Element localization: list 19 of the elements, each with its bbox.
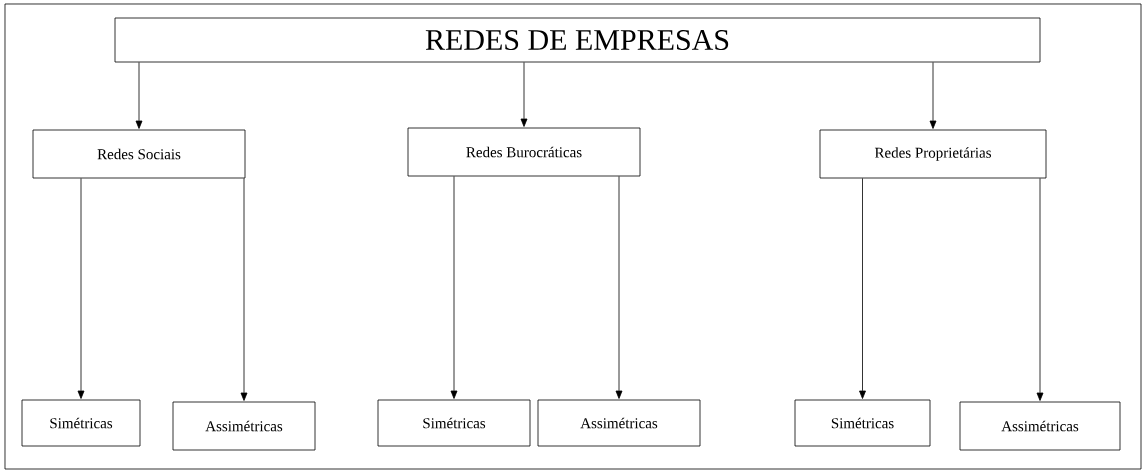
leaf-box: Assimétricas <box>537 399 701 447</box>
category-box: Redes Burocráticas <box>407 127 641 177</box>
arrow <box>77 178 85 399</box>
arrow <box>520 62 528 127</box>
leaf-box: Assimétricas <box>959 401 1121 451</box>
leaf-box: Simétricas <box>377 399 531 447</box>
arrow <box>135 62 143 129</box>
arrow <box>450 176 458 399</box>
arrow <box>929 62 937 129</box>
category-box: Redes Sociais <box>32 129 246 179</box>
category-box: Redes Proprietárias <box>819 129 1047 179</box>
arrow <box>859 178 866 399</box>
title-box: REDES DE EMPRESAS <box>114 17 1041 63</box>
arrow <box>1036 178 1044 401</box>
arrow <box>615 176 623 399</box>
leaf-box: Simétricas <box>794 399 931 447</box>
leaf-box: Simétricas <box>21 399 141 447</box>
leaf-box: Assimétricas <box>172 401 316 451</box>
arrow <box>240 178 248 401</box>
